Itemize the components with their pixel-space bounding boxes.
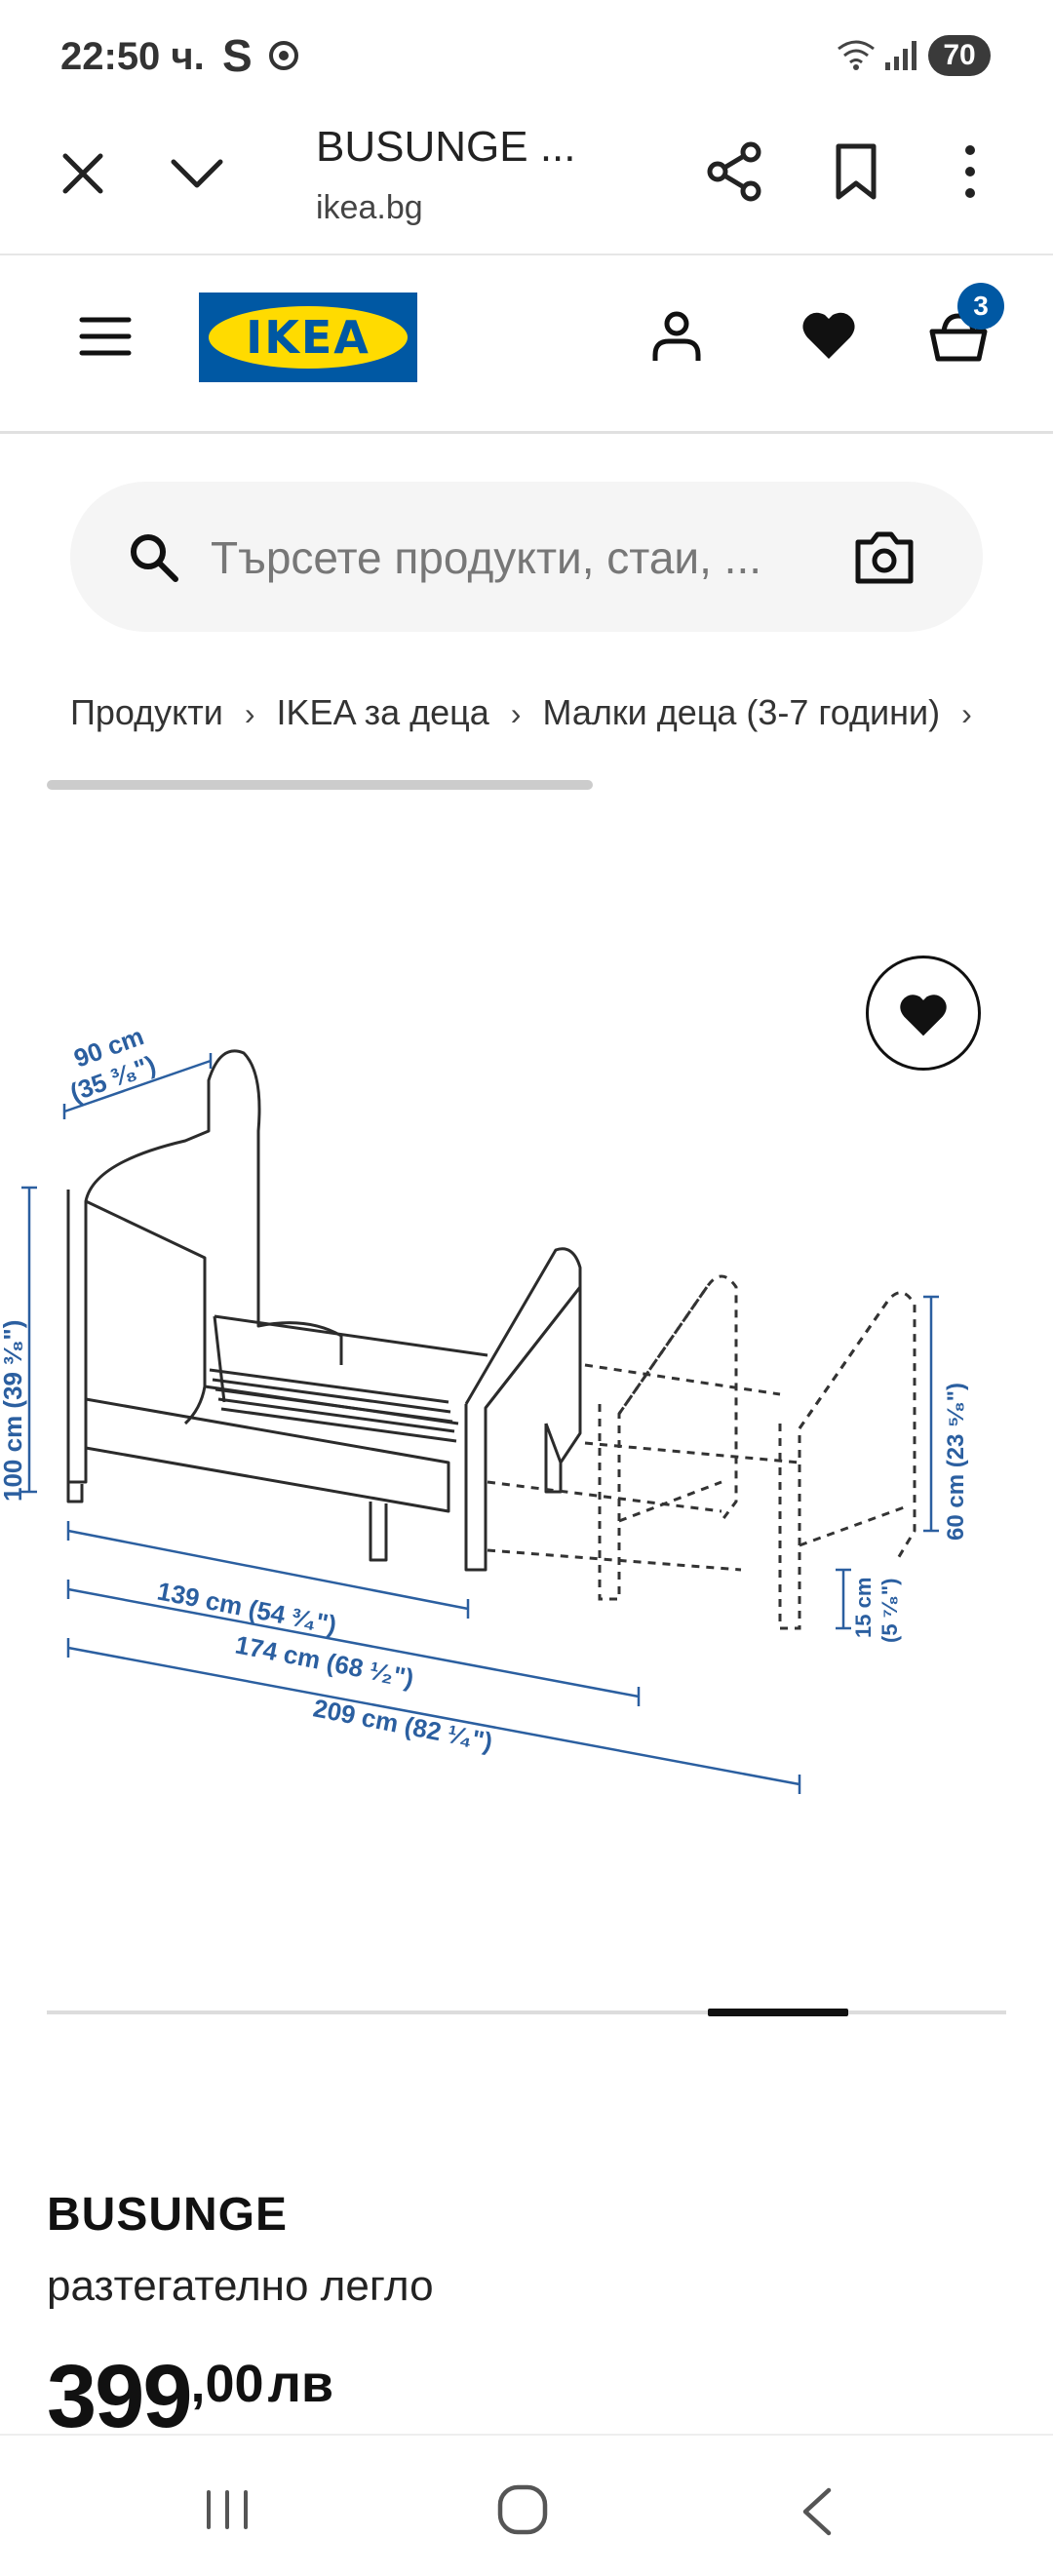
product-name: BUSUNGE	[47, 2189, 289, 2241]
tab-title[interactable]: BUSUNGE ...	[316, 123, 576, 171]
heart-icon[interactable]	[800, 308, 858, 363]
system-navigation-bar	[0, 2434, 1053, 2576]
back-icon[interactable]	[798, 2484, 837, 2539]
dim-height-label: 100 cm (39 ³⁄₈")	[0, 1320, 27, 1502]
cart-count-badge: 3	[957, 283, 1004, 330]
product-dimension-drawing[interactable]: 90 cm (35 ³⁄₈") 100 cm (39 ³⁄₈") 139 cm …	[0, 936, 1014, 1814]
chrome-icon	[269, 41, 298, 70]
breadcrumb-separator: ›	[244, 696, 255, 731]
breadcrumb-item-small-kids[interactable]: Малки деца (3-7 години)	[542, 692, 941, 732]
add-to-wishlist-button[interactable]	[866, 956, 981, 1071]
tab-url[interactable]: ikea.bg	[316, 189, 423, 226]
search-input[interactable]	[211, 527, 835, 589]
breadcrumb-scrollbar[interactable]	[47, 780, 593, 790]
logo-oval	[209, 306, 408, 369]
ikea-logo[interactable]: IKEA	[199, 293, 417, 382]
image-carousel-track[interactable]	[47, 2010, 1006, 2014]
dim-leg-label: 15 cm	[851, 1578, 876, 1638]
breadcrumb-item-kids[interactable]: IKEA за деца	[276, 692, 489, 732]
price-integer: 399	[47, 2347, 192, 2446]
price-decimal: ,00	[190, 2355, 264, 2413]
extension-drawing	[487, 1274, 916, 1630]
home-icon[interactable]	[495, 2482, 550, 2537]
product-price: 399,00лв	[47, 2346, 333, 2448]
search-icon[interactable]	[127, 530, 179, 583]
dimension-lines	[21, 1053, 939, 1794]
product-description: разтегателно легло	[47, 2262, 434, 2310]
breadcrumb-separator: ›	[961, 696, 972, 731]
battery-indicator: 70	[928, 35, 991, 76]
close-icon[interactable]	[54, 144, 112, 203]
dimension-labels: 90 cm (35 ³⁄₈") 100 cm (39 ³⁄₈") 139 cm …	[0, 1021, 969, 1756]
image-carousel-indicator[interactable]	[708, 2009, 848, 2016]
site-header	[0, 255, 1053, 434]
dim-length-1-label: 139 cm (54 ³⁄₄")	[155, 1576, 339, 1639]
camera-icon[interactable]	[854, 528, 915, 585]
breadcrumb-item-products[interactable]: Продукти	[70, 692, 223, 732]
recent-apps-icon[interactable]	[203, 2488, 252, 2531]
account-icon[interactable]	[647, 306, 706, 365]
share-icon[interactable]	[704, 140, 766, 203]
status-time: 22:50 ч.	[60, 35, 205, 78]
dim-footboard-label: 60 cm (23 ⁵⁄₈")	[943, 1383, 969, 1541]
wifi-icon	[838, 40, 875, 70]
browser-toolbar	[0, 117, 1053, 255]
price-currency: лв	[267, 2355, 334, 2413]
breadcrumb-separator: ›	[510, 696, 522, 731]
bookmark-icon[interactable]	[827, 140, 885, 203]
chevron-down-icon[interactable]	[168, 144, 226, 203]
bed-drawing	[66, 1049, 582, 1572]
s-notification-icon: S	[222, 30, 253, 81]
dim-length-3-label: 209 cm (82 ¹⁄₄")	[311, 1693, 495, 1756]
logo-text: IKEA	[246, 311, 370, 364]
heart-icon	[900, 995, 947, 1036]
signal-icon	[885, 41, 916, 70]
more-vertical-icon[interactable]	[956, 140, 985, 203]
dim-leg-inch-label: (5 ⁷⁄₈")	[878, 1579, 902, 1643]
hamburger-menu-icon[interactable]	[78, 314, 133, 359]
breadcrumb: Продукти › IKEA за деца › Малки деца (3-7 го…	[70, 692, 1053, 747]
